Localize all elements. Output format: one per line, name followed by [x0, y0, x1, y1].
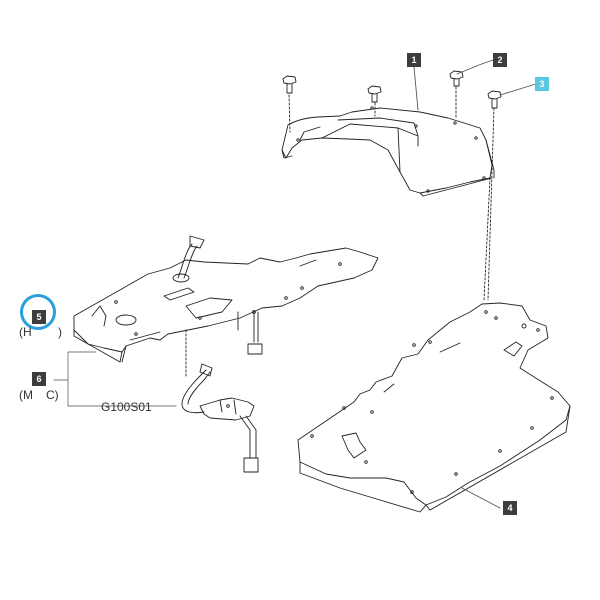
bolt-right: [449, 70, 464, 87]
callout-1[interactable]: 1: [407, 53, 421, 67]
callout-4[interactable]: 4: [503, 501, 517, 515]
callout-2[interactable]: 2: [493, 53, 507, 67]
leader-lines: [413, 59, 537, 509]
callout-2-number: 2: [497, 55, 503, 65]
bolt-far-right: [487, 90, 502, 109]
part-1-top-cover: [281, 106, 495, 197]
part-5-middle-panel: [73, 235, 379, 363]
bolt-guide-lines: [288, 86, 495, 301]
harness-g100s01: [181, 363, 259, 473]
callout-3-highlighted[interactable]: 3: [535, 77, 549, 91]
bolt-center: [367, 85, 382, 103]
callout-6[interactable]: 6: [32, 372, 46, 386]
selection-ring[interactable]: [20, 294, 56, 330]
callout-6-number: 6: [36, 374, 42, 384]
callout-1-number: 1: [411, 55, 417, 65]
part-4-floor-plate: [297, 302, 571, 513]
callout-4-number: 4: [507, 503, 513, 513]
bolt-left: [282, 75, 297, 94]
variant-5-label-end: ): [58, 325, 62, 339]
variant-6-label-end: C): [46, 388, 59, 402]
variant-6-label-start: (M: [19, 388, 33, 402]
part-3-bolts: [282, 70, 502, 109]
variant-bracket: [53, 351, 177, 407]
variant-5-label-start: (H: [19, 325, 32, 339]
harness-code-label: G100S01: [101, 400, 152, 414]
callout-3-number: 3: [539, 79, 545, 89]
